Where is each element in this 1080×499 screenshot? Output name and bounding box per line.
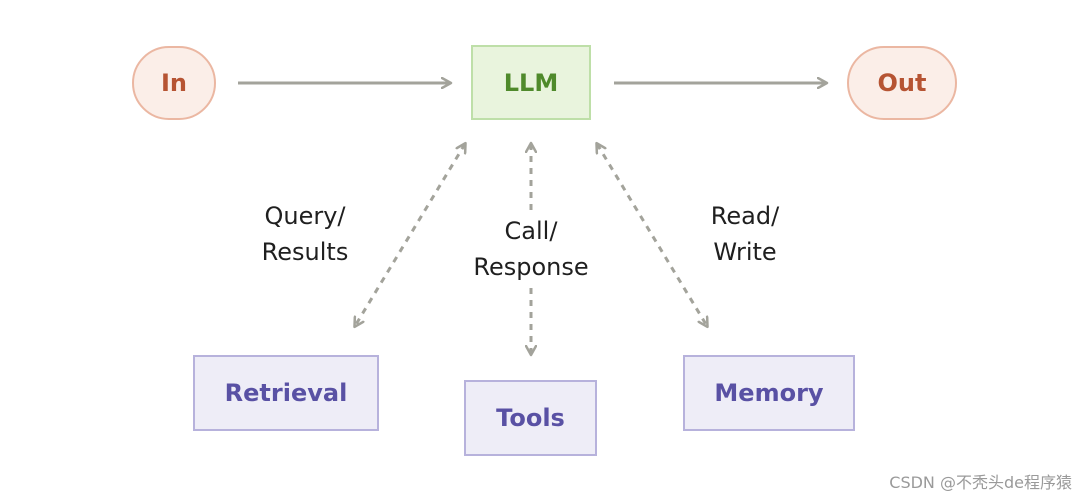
tools-node: Tools <box>464 380 597 456</box>
tools-edge-label: Call/ Response <box>456 213 606 285</box>
memory-edge-label-line-1: Read/ <box>710 202 780 230</box>
input-node: In <box>132 46 216 120</box>
memory-node: Memory <box>683 355 855 431</box>
retrieval-node: Retrieval <box>193 355 379 431</box>
tools-edge-label-line-2: Response <box>473 253 589 281</box>
tools-edge-label-line-1: Call/ <box>504 217 558 245</box>
llm-node: LLM <box>471 45 591 120</box>
arrow-llm-retrieval <box>355 144 465 326</box>
retrieval-edge-label: Query/ Results <box>240 198 370 270</box>
memory-edge-label-line-2: Write <box>713 238 777 266</box>
memory-edge-label: Read/ Write <box>690 198 800 270</box>
output-node: Out <box>847 46 957 120</box>
retrieval-edge-label-line-1: Query/ <box>264 202 346 230</box>
retrieval-edge-label-line-2: Results <box>261 238 349 266</box>
watermark: CSDN @不秃头de程序猿 <box>889 473 1072 492</box>
